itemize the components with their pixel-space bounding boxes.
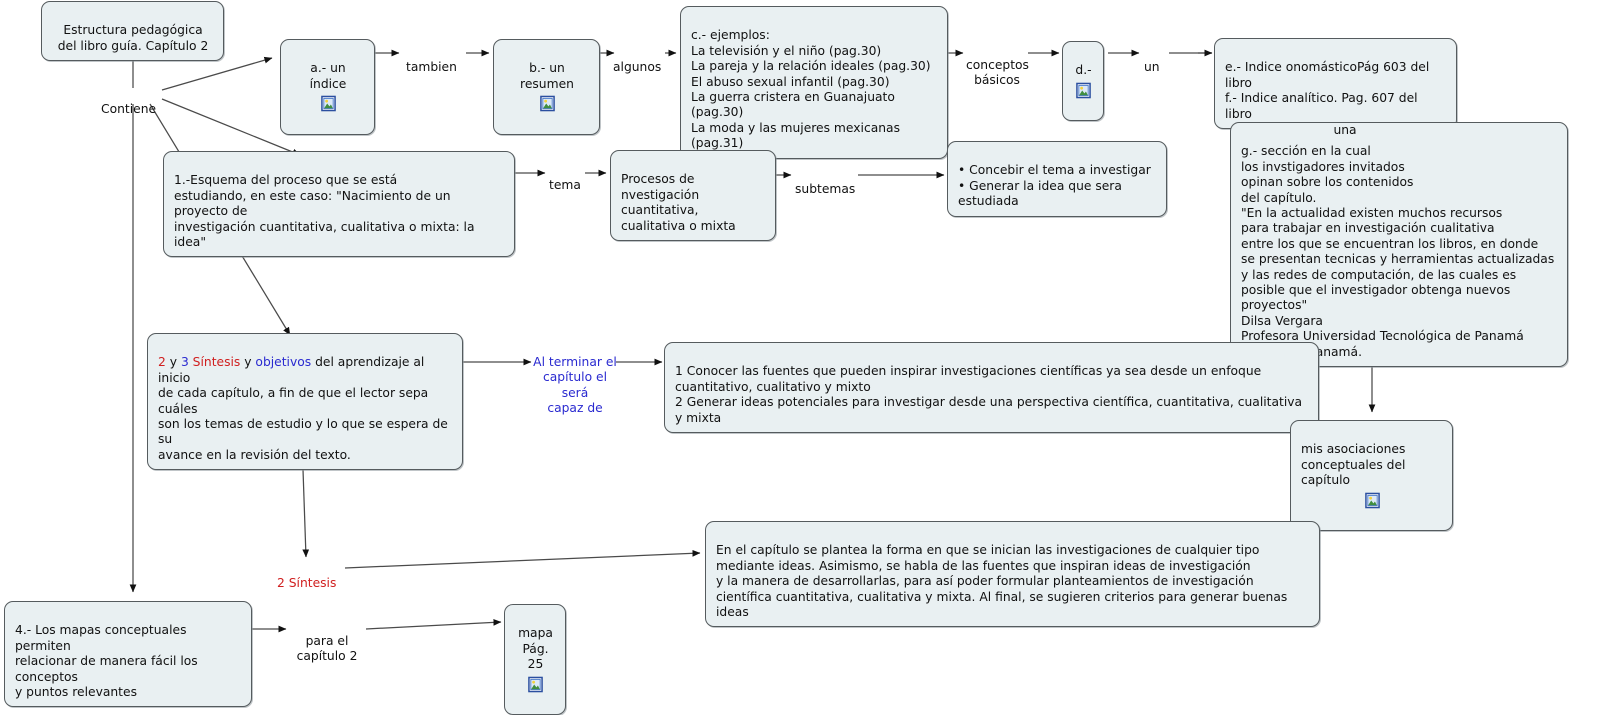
node-mapas-conceptuales-text: 4.- Los mapas conceptuales permiten rela… bbox=[15, 623, 198, 700]
node-concebir[interactable]: • Concebir el tema a investigar • Genera… bbox=[947, 141, 1167, 217]
node-esquema[interactable]: 1.-Esquema del proceso que se está estud… bbox=[163, 151, 515, 258]
link-label-subtemas: subtemas bbox=[795, 167, 855, 197]
node-mapas-conceptuales[interactable]: 4.- Los mapas conceptuales permiten rela… bbox=[4, 601, 252, 708]
node-capaz-de-list[interactable]: 1 Conocer las fuentes que pueden inspira… bbox=[664, 342, 1319, 434]
node-procesos-text: Procesos de nvestigación cuantitativa, c… bbox=[621, 172, 736, 233]
node-capaz-de-list-text: 1 Conocer las fuentes que pueden inspira… bbox=[675, 364, 1303, 425]
link-label-una: una bbox=[1325, 108, 1365, 138]
link-label-un-text: un bbox=[1144, 60, 1160, 75]
node-resumen-capitulo[interactable]: En el capítulo se plantea la forma en qu… bbox=[705, 521, 1320, 628]
node-mapa-pag[interactable]: mapa Pág. 25 bbox=[504, 604, 566, 715]
node-mis-asociaciones-text: mis asociaciones conceptuales del capítu… bbox=[1301, 442, 1406, 488]
node-ejemplos-text: c.- ejemplos: La televisión y el niño (p… bbox=[691, 28, 931, 151]
image-thumbnail-icon[interactable] bbox=[1073, 80, 1094, 99]
link-label-tema-text: tema bbox=[549, 178, 581, 193]
token-objetivos: objetivos bbox=[255, 355, 312, 370]
node-root-text: Estructura pedagógica del libro guía. Ca… bbox=[57, 23, 209, 53]
token-sintesis: Síntesis bbox=[188, 355, 241, 370]
node-mis-asociaciones[interactable]: mis asociaciones conceptuales del capítu… bbox=[1290, 420, 1453, 532]
link-label-tema: tema bbox=[549, 163, 581, 193]
node-indices-ef[interactable]: e.- Indice onomásticoPág 603 del libro f… bbox=[1214, 38, 1457, 130]
link-label-tambien: tambien bbox=[406, 45, 457, 75]
node-resumen-text: b.- un resumen bbox=[520, 61, 574, 91]
node-mapa-pag-text: mapa Pág. 25 bbox=[518, 626, 553, 672]
link-label-para-el-capitulo: para el capítulo 2 bbox=[288, 619, 366, 665]
token-y2: y bbox=[240, 355, 256, 370]
node-indices-ef-text: e.- Indice onomásticoPág 603 del libro f… bbox=[1225, 60, 1430, 121]
token-2: 2 bbox=[158, 355, 166, 370]
node-sintesis-objetivos[interactable]: 2 y 3 Síntesis y objetivos del aprendiza… bbox=[147, 333, 463, 471]
node-d-text: d.- bbox=[1075, 63, 1092, 78]
link-label-al-terminar-text: Al terminar el capítulo el será capaz de bbox=[533, 355, 617, 415]
link-label-dos-sintesis: 2 Síntesis bbox=[277, 561, 336, 591]
node-esquema-text: 1.-Esquema del proceso que se está estud… bbox=[174, 173, 475, 250]
link-label-dos-sintesis-text: 2 Síntesis bbox=[277, 576, 337, 591]
node-root[interactable]: Estructura pedagógica del libro guía. Ca… bbox=[41, 1, 224, 62]
link-label-conceptos-basicos-text: conceptos básicos bbox=[966, 58, 1029, 88]
concept-map-canvas: Estructura pedagógica del libro guía. Ca… bbox=[4, 1, 1568, 715]
node-d[interactable]: d.- bbox=[1062, 41, 1104, 122]
node-procesos[interactable]: Procesos de nvestigación cuantitativa, c… bbox=[610, 150, 776, 242]
link-label-subtemas-text: subtemas bbox=[795, 182, 856, 197]
node-concebir-text: • Concebir el tema a investigar • Genera… bbox=[958, 163, 1151, 209]
link-label-tambien-text: tambien bbox=[406, 60, 457, 75]
link-label-contiene-text: Contiene bbox=[101, 102, 157, 117]
link-label-una-text: una bbox=[1333, 123, 1357, 138]
link-label-contiene: Contiene bbox=[101, 87, 156, 117]
link-label-al-terminar: Al terminar el capítulo el será capaz de bbox=[530, 340, 620, 416]
node-seccion-g[interactable]: g.- sección en la cual los invstigadores… bbox=[1230, 122, 1568, 368]
link-label-algunos: algunos bbox=[613, 45, 661, 75]
link-label-un: un bbox=[1144, 45, 1160, 75]
node-indice-text: a.- un índice bbox=[309, 61, 347, 91]
image-thumbnail-icon[interactable] bbox=[515, 674, 556, 693]
node-indice[interactable]: a.- un índice bbox=[280, 39, 375, 135]
node-resumen[interactable]: b.- un resumen bbox=[493, 39, 600, 135]
token-3: 3 bbox=[180, 355, 189, 370]
node-resumen-capitulo-text: En el capítulo se plantea la forma en qu… bbox=[716, 543, 1288, 620]
link-label-para-el-capitulo-text: para el capítulo 2 bbox=[296, 634, 358, 664]
image-thumbnail-icon[interactable] bbox=[504, 93, 590, 112]
link-label-algunos-text: algunos bbox=[613, 60, 662, 75]
node-sintesis-objetivos-text: 2 y 3 Síntesis y objetivos del aprendiza… bbox=[158, 355, 448, 461]
token-tail: del aprendizaje al inicio de cada capítu… bbox=[158, 355, 448, 462]
node-seccion-g-text: g.- sección en la cual los invstigadores… bbox=[1241, 144, 1555, 359]
token-y1: y bbox=[165, 355, 181, 370]
image-thumbnail-icon[interactable] bbox=[1301, 490, 1443, 509]
link-label-conceptos-basicos: conceptos básicos bbox=[966, 43, 1029, 89]
image-thumbnail-icon[interactable] bbox=[291, 93, 365, 112]
node-ejemplos[interactable]: c.- ejemplos: La televisión y el niño (p… bbox=[680, 6, 948, 159]
